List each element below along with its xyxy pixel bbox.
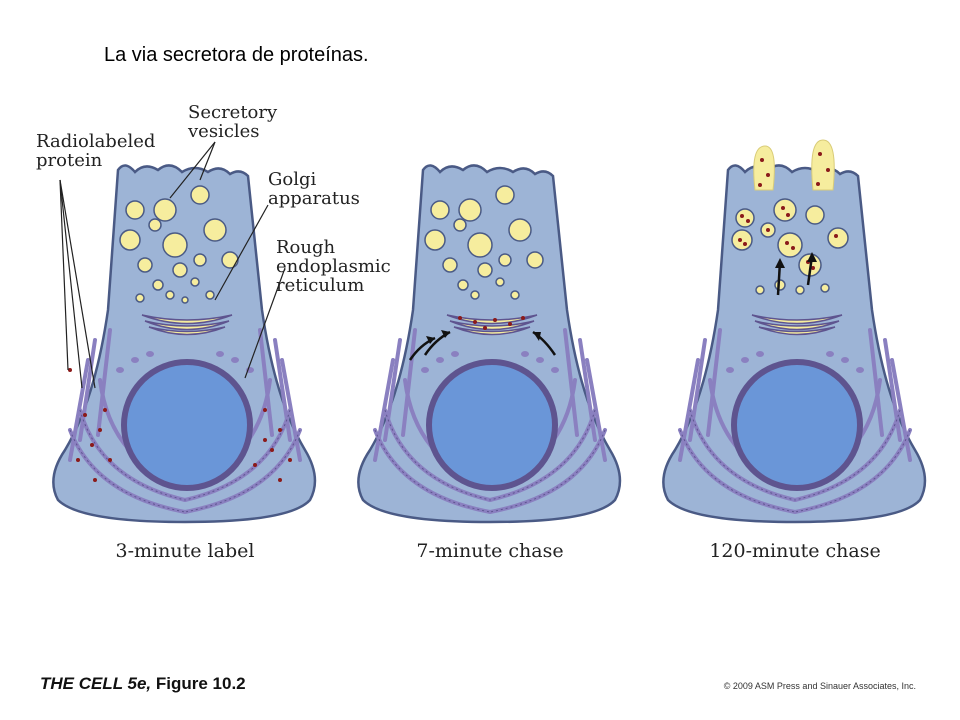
label-golgi-apparatus: Golgi apparatus bbox=[268, 169, 360, 209]
label-secretory-vesicles: Secretory vesicles bbox=[188, 102, 278, 142]
label-rough-er: Rough endoplasmic reticulum bbox=[276, 237, 391, 296]
copyright-notice: © 2009 ASM Press and Sinauer Associates,… bbox=[723, 681, 916, 691]
caption-7min: 7-minute chase bbox=[416, 540, 564, 562]
book-title: THE CELL 5e, bbox=[40, 674, 152, 693]
radiolabel-dots bbox=[738, 152, 838, 270]
cell-panel-3min bbox=[52, 164, 317, 524]
caption-120min: 120-minute chase bbox=[709, 540, 881, 562]
nucleus bbox=[426, 359, 558, 491]
label-pointer-lines bbox=[59, 141, 286, 389]
figure-number: Figure 10.2 bbox=[151, 674, 246, 693]
exocytosis-vesicles bbox=[753, 139, 835, 191]
secretory-vesicles bbox=[119, 185, 239, 304]
figure-citation: THE CELL 5e, Figure 10.2 bbox=[40, 674, 246, 694]
label-radiolabeled-protein: Radiolabeled protein bbox=[36, 131, 156, 171]
slide-title: La via secretora de proteínas. bbox=[104, 44, 369, 66]
caption-3min: 3-minute label bbox=[115, 540, 255, 562]
secretory-vesicles bbox=[424, 185, 544, 300]
nucleus bbox=[731, 359, 863, 491]
nucleus bbox=[121, 359, 253, 491]
radiolabel-dots bbox=[68, 368, 292, 482]
cell-panel-120min bbox=[662, 139, 927, 524]
cell-panel-7min bbox=[357, 164, 622, 524]
radiolabel-dots bbox=[458, 316, 525, 330]
